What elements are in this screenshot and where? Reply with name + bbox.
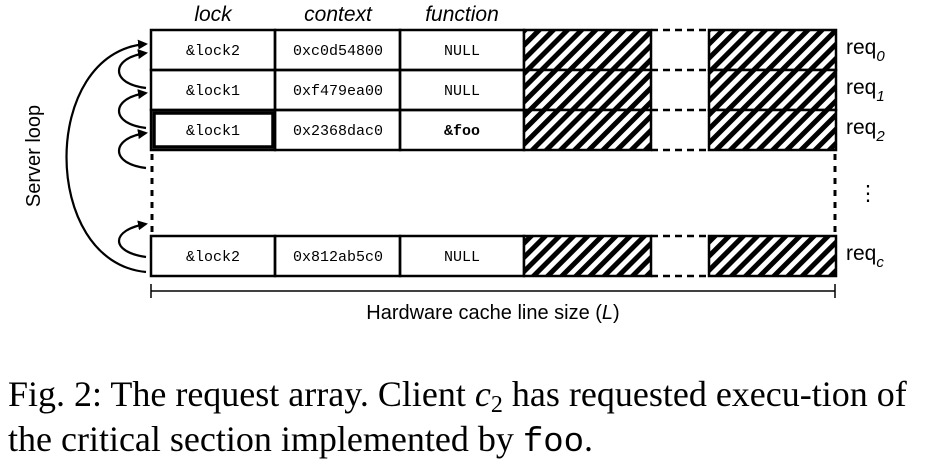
caption-variable: c (474, 374, 491, 414)
header-function: function (425, 3, 499, 26)
lock-cell-highlight (152, 111, 275, 149)
vertical-ellipsis: ⋮ (858, 182, 879, 205)
caption-subscript: 2 (490, 392, 503, 418)
loop-arrow-2 (117, 129, 148, 170)
cache-line-bracket (150, 284, 836, 298)
padding-hatch-left (522, 108, 653, 152)
row-label-text: req (846, 76, 876, 99)
request-row-0: &lock2 0xc0d54800 NULL req0 (149, 28, 885, 72)
cache-line-size-close: ) (613, 302, 620, 324)
padding-hatch-right (707, 28, 838, 72)
lock-value: &lock1 (186, 83, 240, 100)
cache-line-size-label: Hardware cache line size (L) (366, 302, 619, 324)
context-value: 0x2368dac0 (293, 123, 383, 140)
server-loop-arrows (65, 39, 148, 274)
context-value: 0xc0d54800 (293, 43, 383, 60)
row-label-text: req (846, 36, 876, 59)
server-loop-label: Server loop (23, 105, 45, 207)
caption-code: foo (522, 424, 585, 462)
padding-hatch-left (522, 28, 653, 72)
lock-value: &lock1 (186, 123, 240, 140)
row-label: req1 (846, 76, 885, 105)
row-label-subscript: c (876, 254, 884, 271)
function-value: &foo (444, 123, 480, 140)
loop-arrow-c (117, 220, 148, 259)
padding-hatch-left (522, 234, 653, 278)
row-label-subscript: 1 (876, 88, 884, 105)
cache-line-size-var: L (602, 302, 613, 324)
padding-hatch-right (707, 68, 838, 112)
function-value: NULL (444, 249, 480, 266)
padding-hatch-left (522, 68, 653, 112)
row-label-text: req (846, 116, 876, 139)
lock-value: &lock2 (186, 43, 240, 60)
cache-line-size-text: Hardware cache line size ( (366, 302, 602, 324)
row-label: req2 (846, 116, 885, 145)
caption-end: . (584, 419, 594, 459)
header-lock: lock (194, 3, 233, 26)
row-label-subscript: 0 (876, 48, 885, 65)
request-row-2: &lock1 0x2368dac0 &foo req2 (149, 108, 885, 152)
context-value: 0xf479ea00 (293, 83, 383, 100)
caption-text-2: has requested execu-tion of the critical… (8, 374, 907, 459)
header-context: context (304, 3, 373, 26)
row-label: reqc (846, 242, 884, 271)
loop-arrow-1 (117, 89, 148, 130)
wraparound-arrow (65, 39, 148, 274)
padding-hatch-right (707, 234, 838, 278)
padding-hatch-right (707, 108, 838, 152)
row-label: req0 (846, 36, 885, 65)
function-value: NULL (444, 83, 480, 100)
loop-arrow-0 (117, 49, 148, 90)
figure-caption: Fig. 2: The request array. Client c2 has… (8, 372, 928, 466)
caption-text-1: Fig. 2: The request array. Client (8, 374, 475, 414)
request-row-c: &lock2 0x812ab5c0 NULL reqc (149, 234, 884, 278)
row-label-subscript: 2 (875, 128, 885, 145)
request-row-1: &lock1 0xf479ea00 NULL req1 (149, 68, 885, 112)
function-value: NULL (444, 43, 480, 60)
lock-value: &lock2 (186, 249, 240, 266)
row-label-text: req (846, 242, 876, 265)
context-value: 0x812ab5c0 (293, 249, 383, 266)
request-array-diagram: lock context function &lock2 0xc0d54800 … (23, 3, 885, 324)
